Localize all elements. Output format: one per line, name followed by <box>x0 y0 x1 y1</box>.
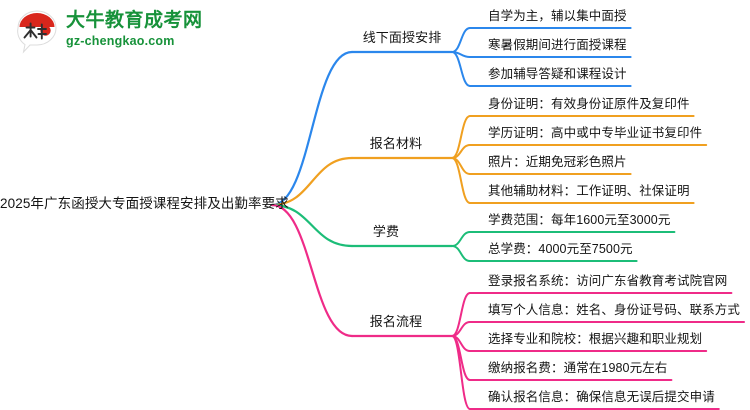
leaf-node-3-0[interactable]: 登录报名系统：访问广东省教育考试院官网 <box>488 274 728 288</box>
branch-connector-0 <box>270 50 354 207</box>
branch-connector-2 <box>270 203 354 248</box>
leaf-node-3-1[interactable]: 填写个人信息：姓名、身份证号码、联系方式 <box>488 303 741 317</box>
leaf-node-0-1[interactable]: 寒暑假期间进行面授课程 <box>488 38 627 52</box>
leaf-node-3-2[interactable]: 选择专业和院校：根据兴趣和职业规划 <box>488 332 703 346</box>
root-node-label[interactable]: 2025年广东函授大专面授课程安排及出勤率要求 <box>0 196 289 211</box>
leaf-node-3-4[interactable]: 确认报名信息：确保信息无误后提交申请 <box>488 390 715 404</box>
leaf-node-1-2[interactable]: 照片：近期免冠彩色照片 <box>488 155 627 169</box>
leaf-node-2-1[interactable]: 总学费：4000元至7500元 <box>488 242 633 256</box>
branch-node-2[interactable]: 学费 <box>372 224 400 239</box>
logo-text: 大牛教育成考网 gz-chengkao.com <box>66 10 203 49</box>
leaf-node-1-1[interactable]: 学历证明：高中或中专毕业证书复印件 <box>488 126 703 140</box>
leaf-connector-0-2 <box>451 51 471 87</box>
leaf-connector-3-4 <box>451 335 471 410</box>
leaf-node-1-0[interactable]: 身份证明：有效身份证原件及复印件 <box>488 97 690 111</box>
branch-connector-1 <box>270 156 354 207</box>
daniu-bull-speech-bubble-logo-icon <box>17 10 57 54</box>
logo-title: 大牛教育成考网 <box>66 10 203 31</box>
branch-node-3[interactable]: 报名流程 <box>369 314 423 329</box>
branch-node-0[interactable]: 线下面授安排 <box>362 30 442 45</box>
leaf-node-1-3[interactable]: 其他辅助材料：工作证明、社保证明 <box>488 184 690 198</box>
leaf-connector-2-1 <box>451 245 471 262</box>
leaf-node-0-0[interactable]: 自学为主，辅以集中面授 <box>488 9 627 23</box>
branch-node-1[interactable]: 报名材料 <box>369 136 423 151</box>
site-logo: 大牛教育成考网 gz-chengkao.com <box>14 6 202 58</box>
branch-connector-3 <box>270 203 354 338</box>
leaf-node-3-3[interactable]: 缴纳报名费：通常在1980元左右 <box>488 361 668 375</box>
leaf-connector-1-3 <box>451 157 471 204</box>
leaf-node-2-0[interactable]: 学费范围：每年1600元至3000元 <box>488 213 671 227</box>
logo-subtitle: gz-chengkao.com <box>66 34 175 48</box>
leaf-node-0-2[interactable]: 参加辅导答疑和课程设计 <box>488 67 627 81</box>
